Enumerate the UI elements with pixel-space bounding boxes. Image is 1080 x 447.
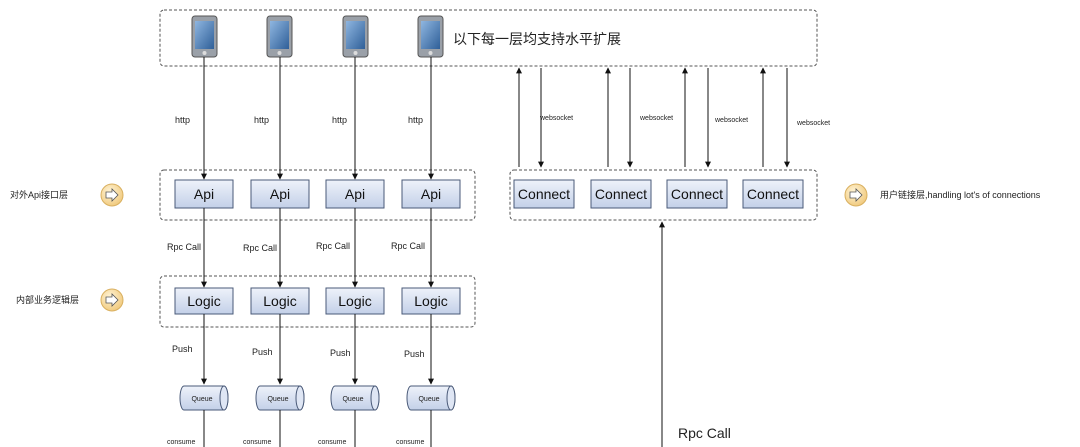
mobile-phone-icon (342, 15, 369, 58)
svg-text:Connect: Connect (671, 186, 723, 202)
logic-node-1: Logic (174, 287, 234, 315)
consume-label-1: consume (167, 439, 196, 446)
logic-node-2: Logic (250, 287, 310, 315)
http-label-3: http (332, 115, 347, 125)
svg-text:Logic: Logic (414, 293, 447, 309)
svg-text:Queue: Queue (342, 396, 363, 403)
svg-text:Api: Api (194, 186, 214, 202)
websocket-label-1: websocket (539, 115, 573, 122)
consume-label-3: consume (318, 439, 347, 446)
logic-layer-label: 内部业务逻辑层 (16, 294, 79, 305)
svg-text:Logic: Logic (263, 293, 296, 309)
websocket-label-2: websocket (639, 115, 673, 122)
queue-node-1: Queue (179, 385, 229, 411)
header-text: 以下每一层均支持水平扩展 (453, 31, 621, 47)
phone-1 (191, 15, 218, 58)
right-arrow-circle-icon (844, 183, 868, 207)
logic-node-4: Logic (401, 287, 461, 315)
svg-text:Api: Api (270, 186, 290, 202)
push-label-1: Push (172, 344, 193, 354)
queue-node-3: Queue (330, 385, 380, 411)
right-arrow-circle-icon (100, 183, 124, 207)
push-label-4: Push (404, 349, 425, 359)
connect-node-2: Connect (590, 179, 652, 209)
http-label-2: http (254, 115, 269, 125)
right-arrow-circle-icon (100, 288, 124, 312)
rpc-edges (201, 208, 434, 288)
svg-text:Logic: Logic (187, 293, 220, 309)
connect-node-3: Connect (666, 179, 728, 209)
api-node-4: Api (401, 179, 461, 209)
push-label-2: Push (252, 347, 273, 357)
push-label-3: Push (330, 348, 351, 358)
websocket-label-4: websocket (796, 120, 830, 127)
svg-text:Logic: Logic (338, 293, 371, 309)
connection-layer-label: 用户链接层,handling lot's of connections (880, 189, 1041, 200)
svg-text:Queue: Queue (267, 396, 288, 403)
api-layer-group (159, 169, 476, 221)
rpc-label-1: Rpc Call (167, 242, 201, 252)
push-edges (201, 314, 434, 385)
logic-node-3: Logic (325, 287, 385, 315)
queue-node-4: Queue (406, 385, 456, 411)
svg-text:Connect: Connect (747, 186, 799, 202)
phone-2 (266, 15, 293, 58)
websocket-label-3: websocket (714, 117, 748, 124)
connect-layer-group (509, 169, 818, 221)
svg-text:Queue: Queue (418, 396, 439, 403)
phone-4 (417, 15, 444, 58)
queue-node-2: Queue (255, 385, 305, 411)
rpc-label-3: Rpc Call (316, 241, 350, 251)
mobile-phone-icon (266, 15, 293, 58)
svg-text:Connect: Connect (518, 186, 570, 202)
rpc-call-big-label: Rpc Call (678, 425, 731, 441)
rpc-label-4: Rpc Call (391, 241, 425, 251)
mobile-phone-icon (191, 15, 218, 58)
consume-label-2: consume (243, 439, 272, 446)
mobile-phone-icon (417, 15, 444, 58)
consume-edges (203, 410, 432, 447)
api-node-1: Api (174, 179, 234, 209)
phone-3 (342, 15, 369, 58)
svg-text:Api: Api (345, 186, 365, 202)
http-label-1: http (175, 115, 190, 125)
consume-label-4: consume (396, 439, 425, 446)
websocket-edges (516, 67, 790, 168)
api-node-3: Api (325, 179, 385, 209)
svg-text:Queue: Queue (191, 396, 212, 403)
http-label-4: http (408, 115, 423, 125)
rpc-label-2: Rpc Call (243, 243, 277, 253)
connect-node-4: Connect (742, 179, 804, 209)
svg-text:Api: Api (421, 186, 441, 202)
connect-node-1: Connect (513, 179, 575, 209)
http-edges (201, 57, 434, 180)
logic-layer-group (159, 275, 476, 328)
api-node-2: Api (250, 179, 310, 209)
svg-text:Connect: Connect (595, 186, 647, 202)
api-layer-label: 对外Api接口层 (10, 189, 68, 200)
